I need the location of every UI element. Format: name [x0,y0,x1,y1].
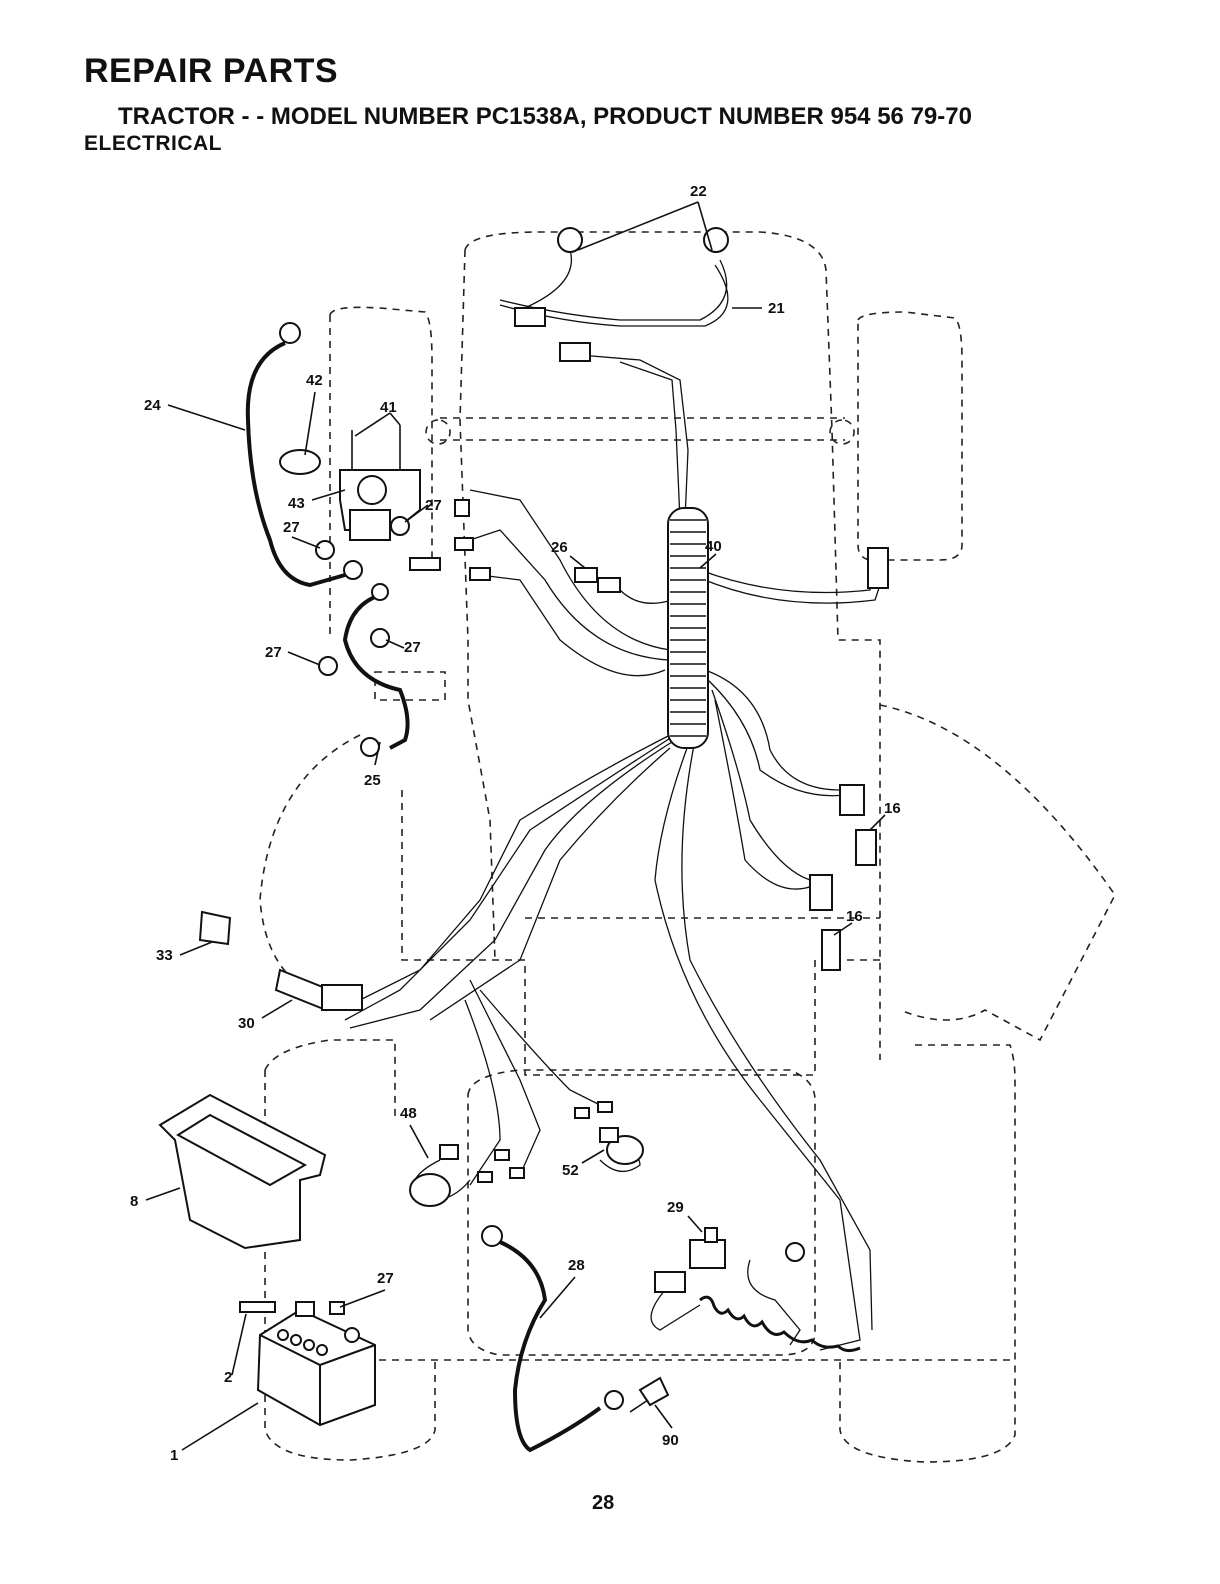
battery-cable [482,1226,804,1450]
callout-21: 21 [768,300,785,317]
callout-40: 40 [705,538,722,555]
battery [240,1302,375,1425]
callout-27-d: 27 [404,639,421,656]
callout-16-b: 16 [846,908,863,925]
callout-42: 42 [306,372,323,389]
callout-leaders [146,202,885,1450]
callout-90: 90 [662,1432,679,1449]
callout-27-c: 27 [265,644,282,661]
callout-30: 30 [238,1015,255,1032]
page-number: 28 [592,1492,614,1515]
light-bulbs [410,1102,643,1206]
callout-1: 1 [170,1447,178,1464]
callout-24: 24 [144,397,161,414]
callout-28: 28 [568,1257,585,1274]
callout-26: 26 [551,539,568,556]
callout-labels: 22 21 24 42 41 43 27 27 26 40 27 27 25 1… [130,183,901,1464]
starter-solenoid [280,425,490,756]
callout-2: 2 [224,1369,232,1386]
callout-29: 29 [667,1199,684,1216]
ignition-parts [200,912,362,1010]
callout-16-a: 16 [884,800,901,817]
seat-switch [655,1228,725,1292]
headlight-bulbs [515,228,728,361]
callout-8: 8 [130,1193,138,1210]
callout-27-a: 27 [283,519,300,536]
callout-27-b: 27 [425,497,442,514]
callout-22: 22 [690,183,707,200]
callout-41: 41 [380,399,397,416]
callout-43: 43 [288,495,305,512]
wire-connectors [575,548,888,592]
harness-plugs [810,785,876,970]
callout-27-e: 27 [377,1270,394,1287]
callout-25: 25 [364,772,381,789]
callout-33: 33 [156,947,173,964]
harness-conduit [668,508,708,748]
battery-tray [160,1095,325,1248]
callout-48: 48 [400,1105,417,1122]
callout-52: 52 [562,1162,579,1179]
